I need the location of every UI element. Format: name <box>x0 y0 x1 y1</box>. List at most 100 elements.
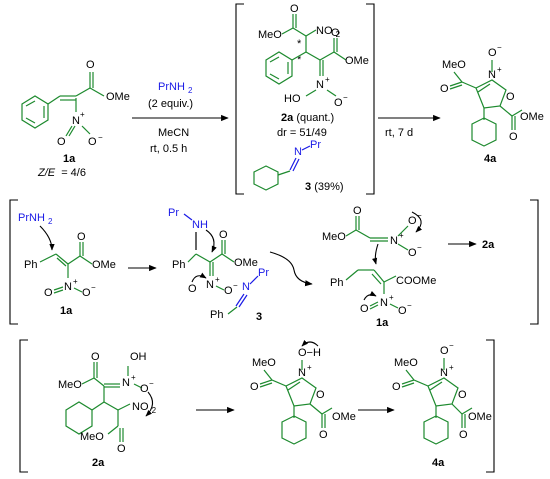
benzene-ring <box>265 51 293 85</box>
charge-minus: − <box>417 243 422 252</box>
charge-plus: + <box>73 277 78 286</box>
mid-oh: O−H <box>298 347 321 359</box>
mechanism-2: OH N + O − O MeO NO 2 <box>19 339 495 473</box>
label-3-line: 3 (39%) <box>305 181 344 193</box>
mech1-acceptor: Ph COOMe N + O O − 1a <box>330 269 436 329</box>
mech1-nitronate: MeO O N + O − O − <box>322 205 423 265</box>
dr-label: dr = 51/49 <box>277 127 327 139</box>
atom-o: O <box>91 351 100 363</box>
nitronate-n: N <box>390 235 398 247</box>
benzene-ring <box>471 117 497 147</box>
mech1-nitroalkene: PrNH 2 Ph O OMe N + O O − 1a <box>18 212 116 317</box>
n-label: N <box>488 69 496 81</box>
nitronate-o2: O <box>408 247 417 259</box>
acceptor-o1: O <box>360 303 369 315</box>
equiv-label: (2 equiv.) <box>148 98 193 110</box>
charge-minus: − <box>449 341 454 350</box>
adduct-pr: Pr <box>168 207 179 219</box>
mech-label-3: 3 <box>256 311 262 323</box>
charge-plus: + <box>497 65 502 74</box>
curved-arrow-acceptor <box>363 290 377 301</box>
atom-o: O <box>353 205 362 217</box>
compound-label-3: 3 <box>305 181 311 193</box>
end-o-top: O <box>440 345 449 357</box>
atom-o: O <box>392 381 401 393</box>
solvent-label: MeCN <box>158 127 189 139</box>
mech1-label-1a: 1a <box>60 305 73 317</box>
mid-meo: MeO <box>252 357 276 369</box>
nitro-n: N <box>72 115 80 127</box>
adduct-ome: OMe <box>234 257 258 269</box>
curved-arrow-cyclization <box>145 391 154 417</box>
benzene-ring <box>423 415 449 445</box>
n-label: N <box>316 79 324 91</box>
o-top-label: O <box>488 47 497 59</box>
charge-minus: − <box>343 93 348 102</box>
atom-o: O <box>440 83 449 95</box>
ome-label: OMe <box>345 55 369 67</box>
imine-yield-label: (39%) <box>314 181 343 193</box>
mech1-n: N <box>64 281 72 293</box>
isoxazoline-ring <box>427 377 459 407</box>
o-ring-label: O <box>506 91 515 103</box>
mid-o-ring: O <box>316 389 325 401</box>
o-minus-label: O <box>334 97 343 109</box>
mech1-amine-text: PrNH <box>18 212 45 224</box>
charge-plus: + <box>80 110 85 119</box>
curved-arrow-nitronate-o <box>411 211 423 233</box>
mech-imine-n: N <box>242 281 250 293</box>
acceptor-o2: O <box>398 305 407 317</box>
bracket-right-mid <box>530 199 539 325</box>
mech1-amine-label: PrNH 2 <box>18 212 53 226</box>
charge-minus: − <box>98 133 103 142</box>
imine-3: N Pr 3 (39%) <box>253 139 344 193</box>
bracket-left-top <box>235 3 244 195</box>
benzene-ring <box>65 401 93 435</box>
adduct-n: N <box>206 279 214 291</box>
top-reaction: O OMe N + O O − 1a Z/E = 4/6 PrNH 2 (2 e… <box>21 3 544 195</box>
ratio-prefix: Z/E <box>37 167 56 179</box>
charge-plus: + <box>389 293 394 302</box>
atom-o: O <box>250 381 259 393</box>
charge-plus: + <box>131 373 136 382</box>
mech2-meo: MeO <box>58 379 82 391</box>
label-2a-line: 2a (quant.) <box>281 112 334 124</box>
acceptor-label-1a: 1a <box>376 317 389 329</box>
mech2-oh: OH <box>130 351 147 363</box>
atom-o: O <box>331 27 340 39</box>
ome-label: OMe <box>520 111 544 123</box>
adduct-nh: NH <box>192 219 208 231</box>
atom-o: O <box>117 443 126 455</box>
ratio-value: = 4/6 <box>61 167 86 179</box>
charge-plus: + <box>215 275 220 284</box>
end-meo: MeO <box>394 357 418 369</box>
mech-imine-ph: Ph <box>210 309 223 321</box>
mech2-meo2: MeO <box>80 431 104 443</box>
stereo-mark-1: * <box>297 38 302 50</box>
reagent-label: PrNH 2 <box>158 81 193 95</box>
mech2-no2-text: NO <box>132 401 149 413</box>
atom-o: O <box>459 429 468 441</box>
benzene-ring <box>253 165 279 191</box>
mech2-label-2a: 2a <box>92 457 105 469</box>
reagent-subscript: 2 <box>188 86 193 95</box>
atom-o: O <box>290 3 299 15</box>
reagent-text: PrNH <box>158 81 185 93</box>
nitronate-meo: MeO <box>322 231 346 243</box>
atom-o: O <box>77 231 86 243</box>
curved-arrow-nitronate <box>191 272 207 283</box>
nitroacrylate-1a: O OMe N + O O − 1a Z/E = 4/6 <box>21 59 130 179</box>
acceptor-n: N <box>380 297 388 309</box>
mech2-end: MeO O N + O − O O OMe 4a <box>392 341 492 469</box>
stereo-mark-2: * <box>297 54 302 66</box>
mid-ome: OMe <box>332 411 356 423</box>
acceptor-coome: COOMe <box>396 275 436 287</box>
temp-time-label: rt, 0.5 h <box>150 143 187 155</box>
conditions-1: PrNH 2 (2 equiv.) MeCN rt, 0.5 h <box>132 81 229 155</box>
mechanism-1: PrNH 2 Ph O OMe N + O O − 1a <box>9 199 539 329</box>
mech-imine-pr: Pr <box>258 267 269 279</box>
acceptor-ph: Ph <box>330 277 343 289</box>
charge-plus: + <box>399 231 404 240</box>
mech2-no2-label: NO 2 <box>132 401 157 415</box>
